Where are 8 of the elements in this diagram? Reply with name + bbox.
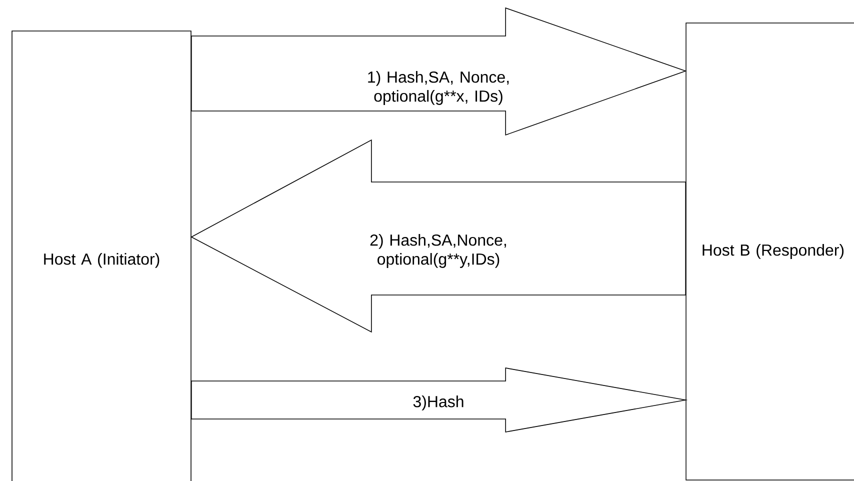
block-arrow: [191, 368, 688, 432]
edge-label: 2) Hash,SA,Nonce, optional(g**y,IDs): [370, 234, 506, 268]
block-arrow: [191, 7, 687, 136]
edge-label: 3)Hash: [413, 396, 464, 410]
host-box: Host B (Responder): [686, 22, 854, 480]
block-arrow: [190, 139, 686, 333]
host-box: Host A (Initiator): [12, 30, 192, 481]
edge-label: 1) Hash,SA, Nonce, optional(g**x, IDs): [368, 71, 509, 105]
